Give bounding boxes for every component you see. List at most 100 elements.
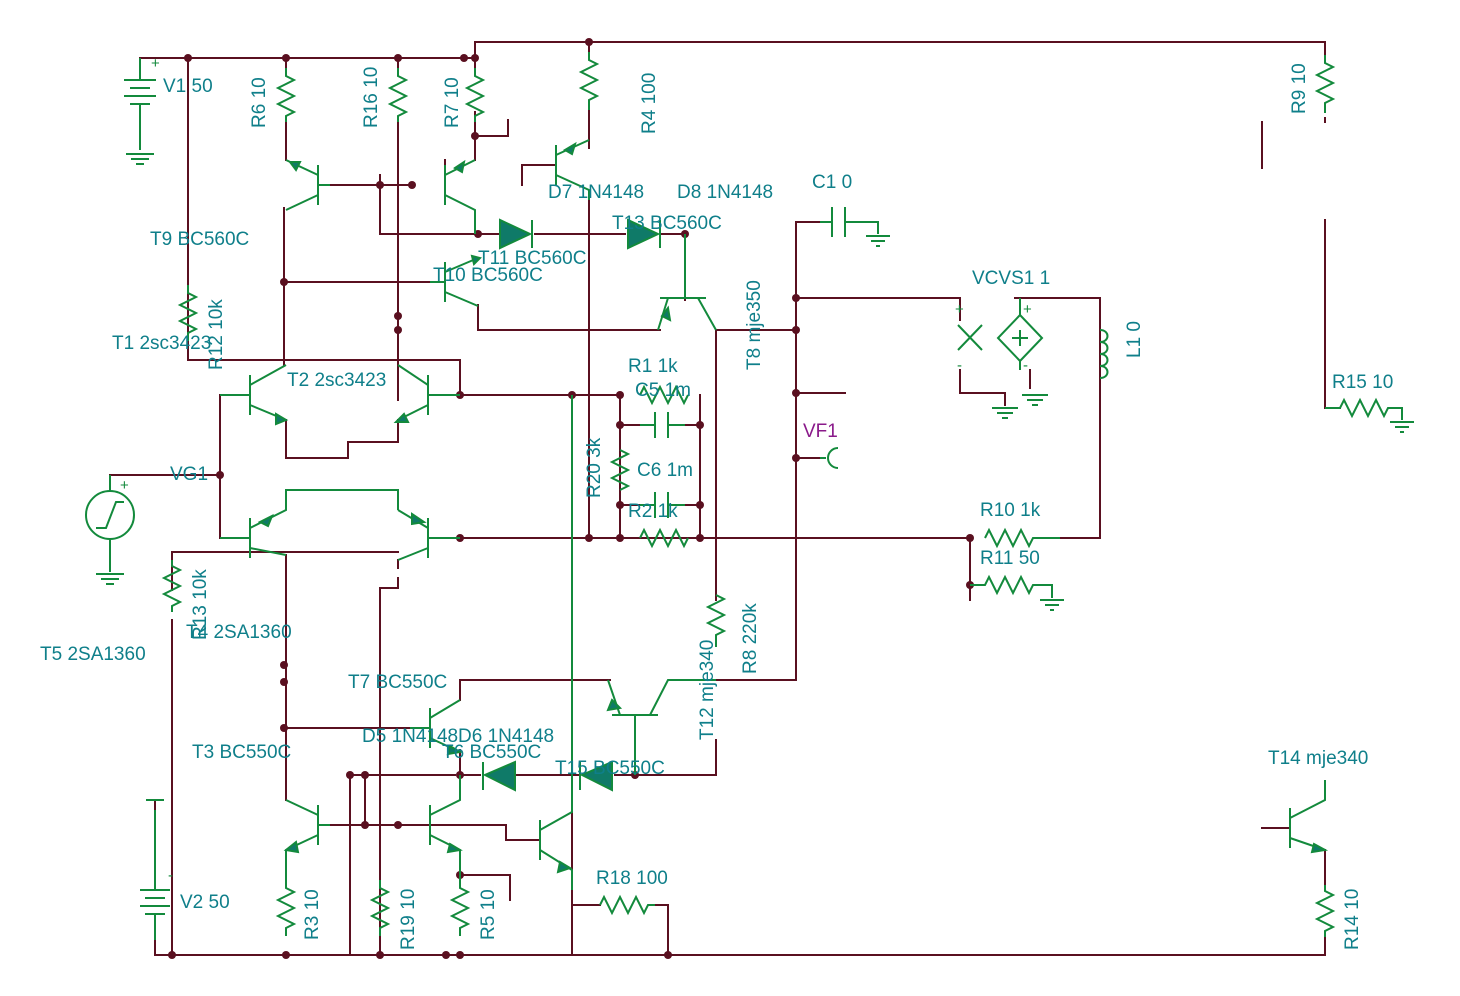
label-t1: T1 2sc3423 [112, 333, 211, 354]
transistor-t10 [430, 254, 482, 307]
vcvs1 [957, 298, 1048, 419]
label-c6: C6 1m [637, 460, 693, 481]
label-r11: R11 50 [980, 548, 1040, 569]
transistor-t11 [444, 159, 476, 234]
resistors [161, 52, 1403, 937]
resistor-r1 [639, 384, 689, 406]
transistor-t13 [555, 139, 590, 200]
sources [85, 58, 1414, 940]
transistor-t2 [393, 364, 460, 423]
svg-text:+: + [120, 477, 129, 494]
capacitor-c1 [820, 207, 879, 237]
generator-vg1 [85, 475, 135, 585]
resistor-r18 [599, 894, 655, 916]
capacitor-c6 [640, 492, 685, 518]
diode-d5 [579, 760, 613, 792]
label-d8: D8 1N4148 [677, 182, 773, 203]
label-v1: V1 50 [163, 76, 213, 97]
label-t10: T10 BC560C [433, 265, 543, 286]
label-t9: T9 BC560C [150, 229, 249, 250]
svg-text:+: + [1023, 301, 1032, 318]
resistor-r12 [177, 285, 199, 341]
resistor-r6 [275, 68, 297, 122]
transistor-t4 [220, 489, 399, 558]
label-r3: R3 10 [302, 889, 323, 940]
label-r14: R14 10 [1342, 889, 1363, 950]
label-t13: T13 BC560C [612, 213, 722, 234]
label-t5: T5 2SA1360 [40, 644, 146, 665]
label-r5: R5 10 [478, 889, 499, 940]
label-d5: D5 1N4148 [362, 726, 458, 747]
diodes [482, 218, 661, 792]
transistor-t14 [1289, 780, 1329, 854]
transistor-t5 [397, 509, 460, 561]
passives [640, 207, 1109, 518]
label-t7: T7 BC550C [348, 672, 447, 693]
resistor-r3 [275, 880, 297, 936]
label-r18: R18 100 [596, 868, 668, 889]
resistor-r9 [1314, 55, 1336, 113]
resistor-r20 [609, 449, 631, 491]
label-r10: R10 1k [980, 500, 1041, 521]
label-d7: D7 1N4148 [548, 182, 644, 203]
ground-r11 [1040, 599, 1064, 611]
transistor-t12 [606, 679, 716, 775]
battery-v1 [124, 58, 156, 165]
transistors [220, 139, 1329, 890]
resistor-r13 [161, 560, 183, 612]
resistor-r5 [449, 880, 471, 936]
ground-c1 [866, 235, 890, 247]
battery-v2 [140, 799, 170, 940]
svg-text:-: - [1023, 357, 1028, 374]
wires [109, 41, 1341, 956]
diode-d6 [482, 760, 516, 792]
label-r8: R8 220k [740, 603, 761, 674]
label-t15: T15 BC550C [555, 758, 665, 779]
transistor-t1 [220, 364, 289, 426]
resistor-r10 [984, 527, 1060, 549]
label-r4: R4 100 [639, 73, 660, 134]
label-c5: C5 1m [635, 380, 691, 401]
resistor-r11 [970, 574, 1053, 598]
label-t12: T12 mje340 [697, 640, 718, 740]
resistor-r19 [369, 880, 391, 936]
label-t14: T14 mje340 [1268, 748, 1368, 769]
resistor-r2 [639, 527, 689, 549]
label-r7: R7 10 [442, 77, 463, 128]
label-v2: V2 50 [180, 892, 230, 913]
label-l1: L1 0 [1124, 321, 1145, 358]
capacitor-c5 [640, 412, 685, 438]
diode-d8 [627, 218, 661, 250]
ground-r15 [1390, 421, 1414, 433]
label-r15: R15 10 [1332, 372, 1393, 393]
pin-marks: + + - + - + - [120, 55, 1032, 884]
transistor-t7 [410, 699, 463, 756]
label-t6: T6 BC550C [442, 742, 541, 763]
label-r6: R6 10 [249, 77, 270, 128]
svg-text:-: - [168, 867, 173, 884]
svg-text:-: - [957, 357, 962, 374]
resistor-r7 [464, 68, 486, 122]
junction-dots [168, 38, 974, 959]
label-r2: R2 1k [628, 501, 678, 522]
label-t4: T4 2SA1360 [186, 622, 292, 643]
label-c1: C1 0 [812, 172, 852, 193]
label-r13: R13 10k [190, 569, 211, 640]
label-r19: R19 10 [398, 889, 419, 950]
probe-vf1 [820, 447, 839, 469]
svg-text:+: + [955, 301, 964, 318]
component-labels: V1 50 V2 50 R6 10 R16 10 R7 10 R4 100 R9… [40, 63, 1393, 950]
resistor-r14 [1314, 885, 1336, 937]
diode-d7 [499, 218, 533, 250]
resistor-r16 [387, 68, 409, 122]
resistor-r8 [705, 594, 727, 647]
svg-text:+: + [151, 55, 160, 72]
label-vg1: VG1 [170, 464, 208, 485]
label-r16: R16 10 [361, 67, 382, 128]
label-vcvs1: VCVS1 1 [972, 268, 1050, 289]
transistor-t3 [283, 799, 330, 880]
label-r1: R1 1k [628, 356, 678, 377]
resistor-r4 [578, 52, 600, 110]
transistor-t15 [539, 395, 573, 890]
